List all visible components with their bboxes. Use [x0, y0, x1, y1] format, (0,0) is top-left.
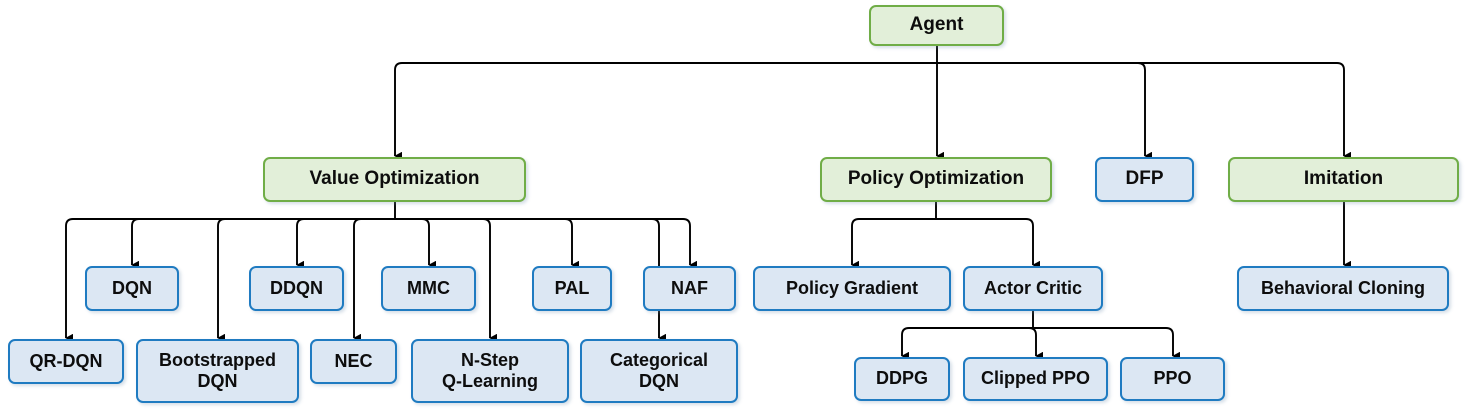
node-nec[interactable]: NEC — [310, 339, 397, 384]
edge-actor_critic-to-clipped_ppo — [1028, 327, 1043, 361]
edge-actor_critic-to-ddpg — [901, 327, 1033, 361]
edge-value_optimization-to-dqn — [131, 218, 395, 270]
node-ddqn[interactable]: DDQN — [249, 266, 344, 311]
node-policy_gradient[interactable]: Policy Gradient — [753, 266, 951, 311]
edge-value_optimization-to-qr_dqn — [65, 218, 395, 343]
edge-paths — [65, 46, 1351, 361]
edge-policy_optimization-to-policy_gradient — [851, 218, 936, 270]
node-categorical_dqn[interactable]: Categorical DQN — [580, 339, 738, 403]
edge-agent-to-imitation — [937, 62, 1351, 161]
edge-value_optimization-to-ddqn — [296, 218, 395, 270]
node-label-imitation: Imitation — [1303, 168, 1384, 190]
edge-agent-to-dfp — [937, 62, 1152, 161]
node-label-actor_critic: Actor Critic — [983, 277, 1082, 298]
node-agent[interactable]: Agent — [869, 5, 1004, 46]
edge-value_optimization-to-nec — [353, 218, 395, 343]
node-clipped_ppo[interactable]: Clipped PPO — [963, 357, 1108, 401]
node-label-mmc: MMC — [407, 277, 450, 298]
node-label-bootstrapped_dqn: Bootstrapped DQN — [159, 349, 276, 391]
node-label-categorical_dqn: Categorical DQN — [609, 349, 709, 391]
node-actor_critic[interactable]: Actor Critic — [963, 266, 1103, 311]
node-label-ddqn: DDQN — [270, 277, 323, 298]
node-ddpg[interactable]: DDPG — [854, 357, 950, 401]
node-label-dfp: DFP — [1125, 168, 1164, 190]
node-dfp[interactable]: DFP — [1095, 157, 1194, 202]
node-mmc[interactable]: MMC — [381, 266, 476, 311]
edge-value_optimization-to-categorical_dqn — [395, 218, 666, 343]
edge-policy_optimization-to-actor_critic — [936, 218, 1040, 270]
node-label-n_step_q_learning: N-Step Q-Learning — [441, 349, 538, 391]
node-ppo[interactable]: PPO — [1120, 357, 1225, 401]
node-label-policy_optimization: Policy Optimization — [847, 168, 1025, 190]
node-label-clipped_ppo: Clipped PPO — [980, 368, 1090, 389]
node-label-nec: NEC — [334, 350, 373, 371]
edge-agent-to-value_optimization — [394, 62, 937, 161]
node-behavioral_cloning[interactable]: Behavioral Cloning — [1237, 266, 1449, 311]
edge-value_optimization-to-naf — [395, 218, 697, 270]
edge-value_optimization-to-pal — [395, 218, 579, 270]
node-label-policy_gradient: Policy Gradient — [785, 277, 919, 298]
node-value_optimization[interactable]: Value Optimization — [263, 157, 526, 202]
edge-value_optimization-to-mmc — [395, 218, 436, 270]
node-label-value_optimization: Value Optimization — [309, 168, 480, 190]
node-label-agent: Agent — [909, 14, 964, 36]
node-naf[interactable]: NAF — [643, 266, 736, 311]
node-dqn[interactable]: DQN — [85, 266, 179, 311]
node-label-dqn: DQN — [112, 277, 152, 298]
node-bootstrapped_dqn[interactable]: Bootstrapped DQN — [136, 339, 299, 403]
node-n_step_q_learning[interactable]: N-Step Q-Learning — [411, 339, 569, 403]
node-label-naf: NAF — [671, 277, 708, 298]
edge-actor_critic-to-ppo — [1033, 327, 1180, 361]
node-label-behavioral_cloning: Behavioral Cloning — [1260, 277, 1426, 298]
edge-value_optimization-to-bootstrapped_dqn — [217, 218, 395, 343]
node-label-ddpg: DDPG — [875, 368, 928, 389]
node-label-pal: PAL — [554, 277, 590, 298]
node-qr_dqn[interactable]: QR-DQN — [8, 339, 124, 384]
node-label-qr_dqn: QR-DQN — [29, 350, 103, 371]
node-imitation[interactable]: Imitation — [1228, 157, 1459, 202]
node-policy_optimization[interactable]: Policy Optimization — [820, 157, 1052, 202]
node-label-ppo: PPO — [1153, 368, 1192, 389]
node-pal[interactable]: PAL — [532, 266, 612, 311]
